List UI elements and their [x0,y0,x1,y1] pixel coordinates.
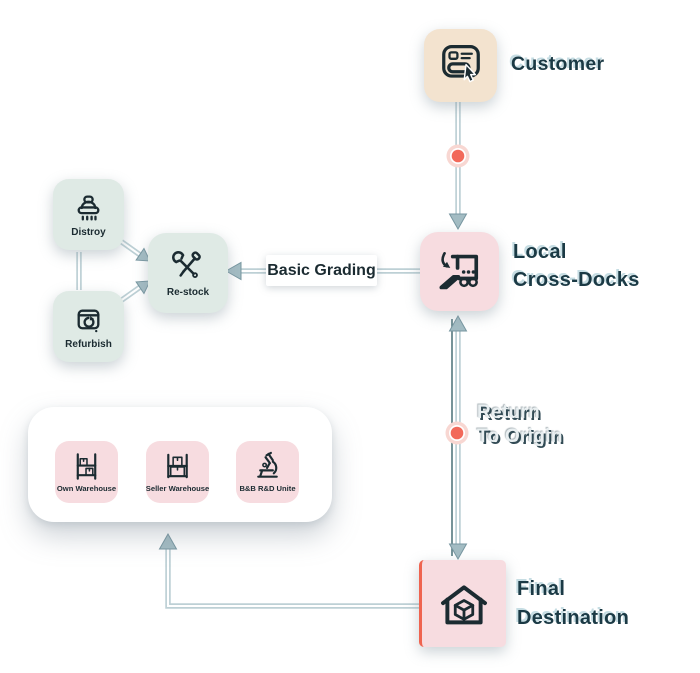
shower-icon [72,192,105,225]
refurbish-label: Refurbish [65,338,112,350]
microscope-icon [252,451,283,482]
bb-rd-unite-label: B&B R&D Unite [239,484,296,493]
edge-distroy-to-restock [117,237,151,262]
local-cross-docks-node [420,232,499,311]
restock-label: Re-stock [166,286,210,298]
final-destination-label: Final Destination [517,578,630,629]
warehouse-tray: Own Warehouse Seller Warehouse [28,407,332,522]
restock-node: Re-stock [148,233,228,313]
waypoint-dot-upper [446,144,470,168]
customer-node [424,29,497,102]
return-to-origin-label: Return To Origin [477,402,563,447]
seller-warehouse-node: Seller Warehouse [146,441,209,503]
customer-form-cursor-icon [438,43,484,89]
stacked-boxes-icon [162,451,193,482]
local-cross-docks-label: Local Cross-Docks [513,241,640,291]
washer-rotate-icon [72,304,105,337]
bb-rd-unite-node: B&B R&D Unite [236,441,299,503]
distroy-node: Distroy [53,179,124,250]
edge-final-to-warehouses [158,532,419,609]
house-cube-icon [436,576,492,632]
own-warehouse-node: Own Warehouse [55,441,118,503]
tools-icon [170,249,206,285]
own-warehouse-label: Own Warehouse [56,484,117,493]
waypoint-dot-return [445,421,469,445]
seller-warehouse-label: Seller Warehouse [145,484,210,493]
edge-refurbish-to-restock [117,280,151,305]
customer-label: Customer [511,53,605,75]
basic-grading-tag: Basic Grading [266,255,377,286]
forklift-dock-icon [434,246,486,298]
refurbish-node: Refurbish [53,291,124,362]
shelf-boxes-icon [71,451,102,482]
distroy-label: Distroy [71,226,106,238]
final-destination-node [419,560,506,647]
